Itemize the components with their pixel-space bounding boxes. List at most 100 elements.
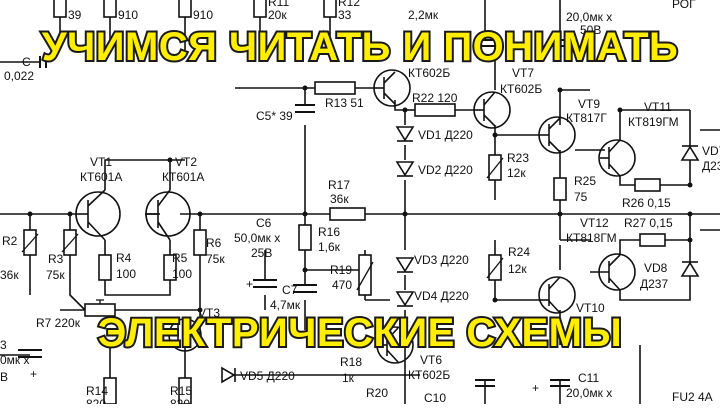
label-cap-b-extra: 50В xyxy=(580,23,601,37)
label-vt2: VT2 xyxy=(175,155,197,169)
label-vt5-type: КТ602Б xyxy=(408,66,450,80)
label-r5: R5 xyxy=(172,251,188,265)
label-vd8-type: Д237 xyxy=(640,277,668,291)
label-left-cap-val: 0мк х xyxy=(0,353,30,367)
label-r14: R14 xyxy=(86,384,108,398)
label-r-top-right: РОГ xyxy=(672,0,696,11)
svg-text:+: + xyxy=(246,277,253,291)
label-r16: R16 xyxy=(318,225,340,239)
label-r11: R11 xyxy=(268,0,289,9)
label-r14-val: 820 xyxy=(86,397,106,404)
label-r12: R12 xyxy=(338,0,360,9)
label-left-cap: 3 xyxy=(0,338,7,352)
label-r12-val: 33 xyxy=(338,8,352,22)
label-r24: R24 xyxy=(508,245,530,259)
capacitors xyxy=(18,39,570,387)
label-vd1: VD1 Д220 xyxy=(418,128,473,142)
label-vt2-type: КТ601А xyxy=(162,170,204,184)
label-r11-val: 20к xyxy=(268,8,287,22)
label-c7-val: 4,7мк xyxy=(270,298,301,312)
label-c6-val: 50,0мк х xyxy=(234,231,280,245)
resistors xyxy=(23,0,666,405)
label-r16-val: 1,6к xyxy=(318,240,341,254)
label-r22: R22 120 xyxy=(412,91,458,105)
label-r19-val: 470 xyxy=(332,278,352,292)
label-vt7: VT7 xyxy=(512,66,534,80)
title-top: УЧИМСЯ ЧИТАТЬ И ПОНИМАТЬ xyxy=(42,25,679,69)
label-r18-val: 1к xyxy=(342,371,355,385)
label-vt12: VT12 xyxy=(580,216,609,230)
label-c11-val: 20,0мк х xyxy=(566,386,612,400)
label-r2-val: 36к xyxy=(0,268,19,282)
label-vt9: VT9 xyxy=(578,97,600,111)
label-r19: R19 xyxy=(330,263,352,277)
transistors xyxy=(75,69,636,364)
label-r3: R3 xyxy=(48,252,64,266)
label-r13: R13 51 xyxy=(325,96,364,110)
label-r-b: 910 xyxy=(118,8,138,22)
label-vt3: VT3 xyxy=(198,306,220,320)
label-r23: R23 xyxy=(507,151,529,165)
label-vt1: VT1 xyxy=(90,155,112,169)
label-vt10: VT10 xyxy=(576,301,605,315)
label-fu: FU2 4А xyxy=(672,390,713,404)
label-vt11-type: КТ819ГМ xyxy=(628,115,679,129)
label-r18: R18 xyxy=(340,355,362,369)
label-vt12-type: КТ818ГМ xyxy=(566,231,617,245)
label-cap-a: 2,2мк xyxy=(408,8,439,22)
label-r15: R15 xyxy=(170,384,192,398)
label-vd5: VD5 Д220 xyxy=(240,369,295,383)
label-c-left: C xyxy=(22,55,31,69)
label-c11: C11 xyxy=(578,371,599,385)
label-r-c: 910 xyxy=(193,8,213,22)
label-c6: C6 xyxy=(256,216,272,230)
label-vd7: VD7 xyxy=(702,144,720,158)
label-vt9-type: КТ817Г xyxy=(566,111,607,125)
label-r25: R25 xyxy=(574,174,596,188)
title-bottom: ЭЛЕКТРИЧЕСКИЕ СХЕМЫ xyxy=(98,311,622,355)
polarity-marks: + + + xyxy=(30,277,539,395)
label-vd8: VD8 xyxy=(644,261,668,275)
label-r24-val: 12к xyxy=(508,262,527,276)
label-r27: R27 0,15 xyxy=(624,216,673,230)
junction-dots xyxy=(27,85,693,313)
label-left-cap-v: В xyxy=(0,370,8,384)
label-r2: R2 xyxy=(2,234,18,248)
label-r26: R26 0,15 xyxy=(622,196,671,210)
label-vd2: VD2 Д220 xyxy=(418,163,473,177)
label-vd7-type: Д237 xyxy=(702,159,720,173)
resistor-adjust-marks xyxy=(21,157,504,304)
label-vt1-type: КТ601А xyxy=(80,170,122,184)
label-vt7-type: КТ602Б xyxy=(500,82,542,96)
label-r17: R17 xyxy=(328,178,350,192)
label-c6-v: 25В xyxy=(251,246,272,260)
label-vt6-type: КТ602Б xyxy=(408,368,450,382)
label-r15-val: 820 xyxy=(170,397,190,404)
label-r17-val: 36к xyxy=(330,192,349,206)
label-c-left-val: 0,022 xyxy=(4,69,34,83)
label-c5: C5* 39 xyxy=(256,109,293,123)
label-vd3: VD3 Д220 xyxy=(414,253,469,267)
label-c7: C7 xyxy=(282,283,298,297)
label-r5-val: 100 xyxy=(172,267,192,281)
label-r-a: 39 xyxy=(68,8,82,22)
label-c10: C10 xyxy=(424,391,446,404)
label-cap-b: 20,0мк х xyxy=(566,10,612,24)
label-r20: R20 xyxy=(366,386,388,400)
label-r4-val: 100 xyxy=(116,267,136,281)
diodes xyxy=(221,126,700,384)
label-vd4: VD4 Д220 xyxy=(414,289,469,303)
label-vt11: VT11 xyxy=(644,100,672,114)
label-r6: R6 xyxy=(206,236,222,250)
label-r3-val: 75к xyxy=(46,268,65,282)
label-r7: R7 220к xyxy=(36,316,81,330)
label-r4: R4 xyxy=(116,251,132,265)
label-r6-val: 75к xyxy=(206,252,225,266)
label-r23-val: 12к xyxy=(507,166,526,180)
svg-text:+: + xyxy=(30,367,37,381)
label-vt6: VT6 xyxy=(420,353,442,367)
